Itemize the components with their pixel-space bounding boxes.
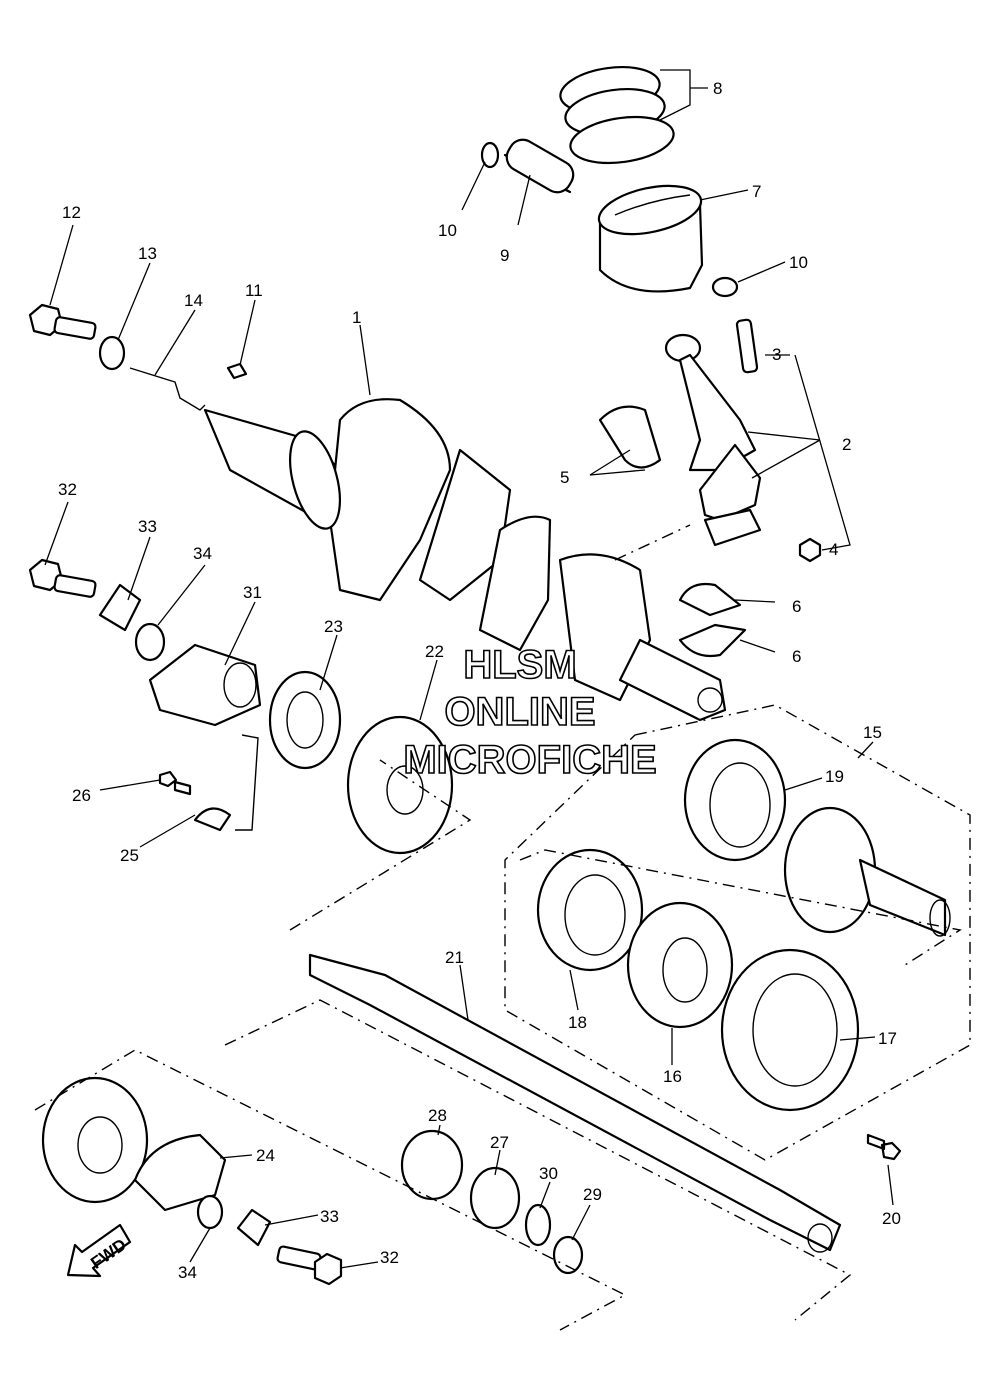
bolt <box>28 303 97 340</box>
collar <box>400 1129 464 1201</box>
circlip <box>711 276 739 298</box>
bearing-housing <box>720 948 860 1112</box>
callout-6: 6 <box>792 597 801 616</box>
main-bearings <box>678 582 747 658</box>
bolt <box>28 558 97 598</box>
balancer-gear <box>346 715 454 855</box>
callout-31: 31 <box>243 583 262 602</box>
callout-15: 15 <box>863 723 882 742</box>
oil-seal <box>536 848 644 972</box>
bolt <box>866 1133 902 1161</box>
watermark-line2: ONLINE <box>444 690 595 734</box>
lock-washer <box>236 1208 272 1247</box>
callout-33: 33 <box>138 517 157 536</box>
washer <box>196 1194 224 1230</box>
callout-13: 13 <box>138 244 157 263</box>
washer <box>98 335 126 371</box>
nut <box>798 537 822 563</box>
callout-10b: 10 <box>789 253 808 272</box>
callout-28: 28 <box>428 1106 447 1125</box>
group-outline <box>519 849 962 966</box>
woodruff-key <box>226 362 248 380</box>
screw <box>158 770 192 796</box>
bearing <box>268 670 342 770</box>
bearing <box>626 901 734 1029</box>
callout-20: 20 <box>882 1209 901 1228</box>
circlip <box>480 141 500 169</box>
callout-24: 24 <box>256 1146 275 1165</box>
callout-6b: 6 <box>792 647 801 666</box>
callout-14: 14 <box>184 291 203 310</box>
bearing <box>683 738 787 862</box>
key-plate <box>129 367 206 411</box>
callout-9: 9 <box>500 246 509 265</box>
callout-25: 25 <box>120 846 139 865</box>
balancer-shaft <box>308 953 842 1253</box>
group-outline <box>614 524 691 561</box>
piston-rings <box>559 66 675 165</box>
watermark: HLSM ONLINE MICROFICHE <box>403 642 658 783</box>
callout-34: 34 <box>193 544 212 563</box>
callout-1: 1 <box>352 308 361 327</box>
callout-22: 22 <box>425 642 444 661</box>
callout-2: 2 <box>842 435 851 454</box>
lock-washer <box>98 583 142 632</box>
balancer-driven-gear <box>41 1076 149 1204</box>
callout-3: 3 <box>772 345 781 364</box>
callout-26: 26 <box>72 786 91 805</box>
piston-pin <box>503 138 575 194</box>
callout-7: 7 <box>752 182 761 201</box>
watermark-line3: MICROFICHE <box>403 738 656 782</box>
weight <box>148 643 262 727</box>
callout-10: 10 <box>438 221 457 240</box>
circlip <box>524 1203 552 1247</box>
callout-32b: 32 <box>380 1248 399 1267</box>
leader-lines <box>44 69 894 1269</box>
crank-pin-bearing <box>598 405 662 469</box>
piston <box>597 184 704 293</box>
callout-21: 21 <box>445 948 464 967</box>
group-outline <box>224 999 852 1321</box>
callout-19: 19 <box>825 767 844 786</box>
group-outline <box>289 759 472 931</box>
callout-5: 5 <box>560 468 569 487</box>
crankshaft-gear <box>289 430 341 530</box>
drive-gear <box>783 806 951 937</box>
callout-27: 27 <box>490 1133 509 1152</box>
callout-17: 17 <box>878 1029 897 1048</box>
watermark-line1: HLSM <box>463 643 576 687</box>
fwd-arrow: FWD <box>66 1223 132 1278</box>
callout-16: 16 <box>663 1067 682 1086</box>
group-outline <box>34 1049 627 1331</box>
needle-bearing <box>469 1166 521 1230</box>
callout-32: 32 <box>58 480 77 499</box>
lock-washer <box>193 807 232 832</box>
callout-12: 12 <box>62 203 81 222</box>
callout-23: 23 <box>324 617 343 636</box>
callout-18: 18 <box>568 1013 587 1032</box>
ring <box>552 1235 584 1275</box>
callout-11: 11 <box>245 281 263 300</box>
callout-labels: 1 2 3 4 5 6 6 7 8 9 10 10 11 12 13 14 15… <box>58 79 901 1282</box>
callout-30: 30 <box>539 1164 558 1183</box>
washer <box>134 622 166 662</box>
callout-29: 29 <box>583 1185 602 1204</box>
crankshaft <box>203 398 727 722</box>
callout-34b: 34 <box>178 1263 197 1282</box>
group-outline <box>235 734 259 831</box>
connecting-rod <box>664 318 762 547</box>
bolt <box>276 1245 343 1286</box>
callout-4: 4 <box>829 540 838 559</box>
callout-33b: 33 <box>320 1207 339 1226</box>
group-outline <box>504 704 971 1161</box>
callout-8: 8 <box>713 79 722 98</box>
weight <box>133 1133 227 1212</box>
